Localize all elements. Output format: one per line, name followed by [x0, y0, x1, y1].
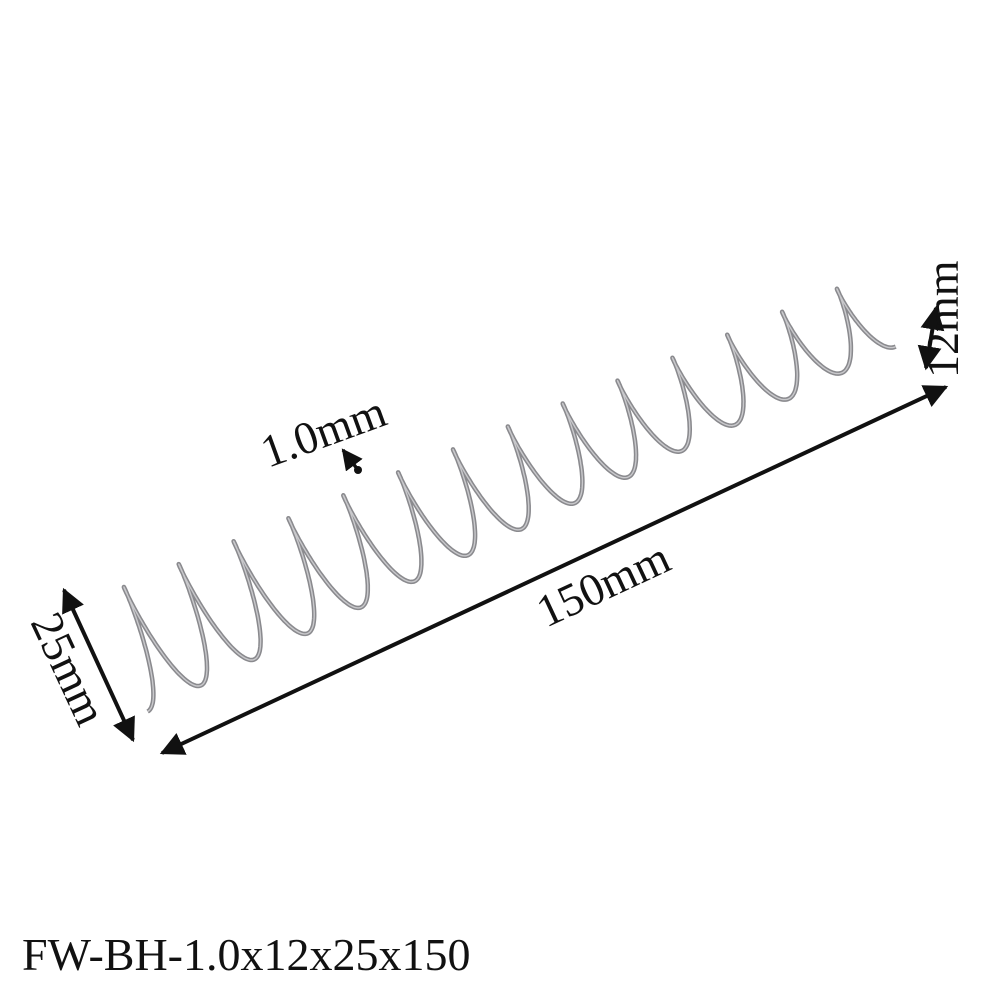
product-model-caption: FW-BH-1.0x12x25x150 [22, 929, 471, 980]
conical-spring [121, 286, 897, 714]
wire-diameter-arrow [341, 448, 363, 472]
length-arrow [159, 385, 949, 755]
width-small-arrow [917, 305, 945, 371]
width-large-arrow [62, 587, 135, 743]
wire-diameter-label: 1.0mm [254, 385, 393, 477]
width-small-label: 12mm [917, 260, 968, 378]
spring-wire [121, 286, 897, 714]
wire-diameter-dot [354, 466, 362, 474]
width-large-label: 25mm [21, 605, 117, 733]
spring-wire-highlight [123, 288, 896, 713]
